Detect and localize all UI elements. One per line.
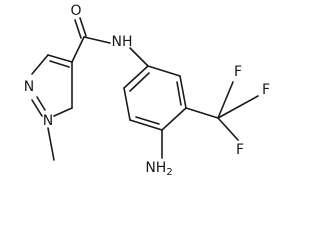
bond-pyrazole-n2-n1-inner	[36, 96, 46, 111]
atom-pyrazole-n-top: N	[24, 79, 34, 95]
chemical-structure-diagram: O NH N N F F F NH2	[24, 3, 270, 178]
bond-carbonyl-double-b	[79, 17, 87, 37]
atom-amine: NH2	[145, 160, 172, 178]
bond-aryl-c4-c5	[129, 119, 163, 131]
atom-amine-main: NH	[145, 160, 166, 176]
bond-pyrazole-c3-n2	[31, 54, 49, 75]
bond-carbonyl-to-nh	[83, 36, 111, 44]
bond-pyrazole-n1-c5	[53, 107, 73, 117]
bond-aryl-to-cf3	[185, 107, 219, 119]
bond-carbonyl-to-pyrazole	[71, 36, 85, 63]
bond-aryl-c6-c1-inner	[129, 72, 150, 92]
atom-fluorine-right: F	[262, 82, 270, 98]
atom-carbonyl-oxygen: O	[70, 3, 81, 19]
atom-pyrazole-n-methyl: N	[43, 113, 53, 129]
bond-aryl-c4-c5-inner	[135, 116, 160, 125]
atom-fluorine-top: F	[234, 64, 242, 80]
bond-nh-to-aryl	[129, 47, 149, 67]
bond-aryl-c2-c3	[179, 75, 187, 109]
bond-cf3-f-top	[217, 81, 234, 119]
bond-aryl-c1-c2	[147, 65, 181, 77]
atom-labels: O NH N N F F F NH2	[24, 3, 270, 178]
bond-aryl-c2-c3-inner	[176, 81, 182, 106]
bond-aryl-c3-c4	[161, 107, 187, 131]
bond-aryl-c6-c1	[123, 65, 149, 89]
bond-cf3-f-right	[217, 95, 259, 119]
atom-amine-subscript: 2	[166, 167, 172, 178]
bond-carbonyl-double-a	[74, 19, 82, 39]
bond-n-methyl	[47, 127, 55, 161]
atom-fluorine-bottom: F	[236, 142, 244, 158]
bond-lines	[31, 17, 259, 161]
atom-amide-nh: NH	[112, 34, 133, 50]
bond-pyrazole-c4-c3-inner	[49, 60, 70, 68]
bond-pyrazole-n2-n1	[31, 99, 43, 117]
bond-pyrazole-c4-c3	[47, 54, 73, 63]
bond-cf3-f-bottom	[217, 117, 239, 141]
bond-aryl-c5-c6	[123, 87, 131, 121]
